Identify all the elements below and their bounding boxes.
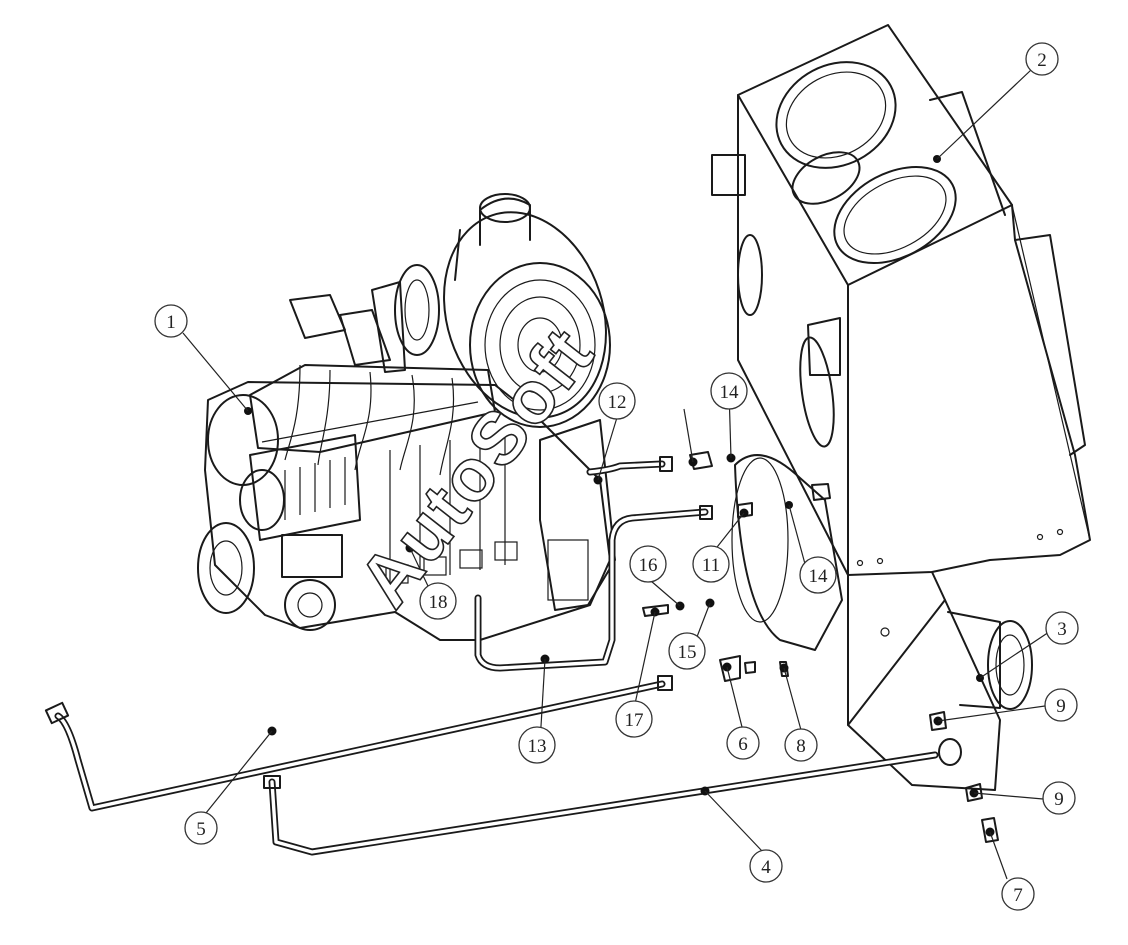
callout-8-text: 8 bbox=[796, 736, 806, 757]
callout-4-text: 4 bbox=[761, 857, 771, 878]
pipes bbox=[44, 451, 999, 856]
callout-labels: 1 2 3 4 5 6 7 8 bbox=[154, 42, 1079, 911]
callout-8: 8 bbox=[784, 728, 818, 762]
callout-1: 1 bbox=[154, 304, 188, 338]
callout-3-text: 3 bbox=[1057, 619, 1067, 640]
callout-12: 12 bbox=[598, 382, 636, 420]
callout-4: 4 bbox=[749, 849, 783, 883]
callout-6: 6 bbox=[726, 726, 760, 760]
callout-14-lower-text: 14 bbox=[809, 566, 829, 587]
callout-13-text: 13 bbox=[528, 736, 547, 757]
engine-assembly bbox=[197, 193, 616, 641]
callout-9-lower-text: 9 bbox=[1054, 789, 1064, 810]
callout-16: 16 bbox=[629, 545, 667, 583]
callout-12-text: 12 bbox=[608, 392, 627, 413]
leader-dots bbox=[267, 453, 995, 837]
callout-9-upper-text: 9 bbox=[1056, 696, 1066, 717]
callout-13: 13 bbox=[518, 726, 556, 764]
callout-1-text: 1 bbox=[166, 312, 176, 333]
callout-11: 11 bbox=[692, 545, 730, 583]
callout-16-text: 16 bbox=[639, 555, 658, 576]
callout-15: 15 bbox=[668, 632, 706, 670]
callout-3: 3 bbox=[1045, 611, 1079, 645]
callout-18-text: 18 bbox=[429, 592, 448, 613]
callout-6-text: 6 bbox=[738, 734, 748, 755]
callout-17-text: 17 bbox=[625, 710, 644, 731]
callout-17: 17 bbox=[615, 700, 653, 738]
callout-5-text: 5 bbox=[196, 819, 206, 840]
callout-9-upper: 9 bbox=[1044, 688, 1078, 722]
callout-9-lower: 9 bbox=[1042, 781, 1076, 815]
housing-assembly bbox=[711, 24, 1091, 791]
callout-7-text: 7 bbox=[1013, 885, 1023, 906]
callout-14-upper-text: 14 bbox=[720, 382, 740, 403]
callout-14-lower: 14 bbox=[799, 556, 837, 594]
callout-2: 2 bbox=[1025, 42, 1059, 76]
adapter-flange bbox=[731, 454, 843, 651]
callout-7: 7 bbox=[1001, 877, 1035, 911]
callout-14-upper: 14 bbox=[710, 372, 748, 410]
callout-5: 5 bbox=[184, 811, 218, 845]
callout-11-text: 11 bbox=[702, 555, 720, 576]
callout-2-text: 2 bbox=[1037, 50, 1047, 71]
callout-15-text: 15 bbox=[678, 642, 697, 663]
callout-18: 18 bbox=[419, 582, 457, 620]
